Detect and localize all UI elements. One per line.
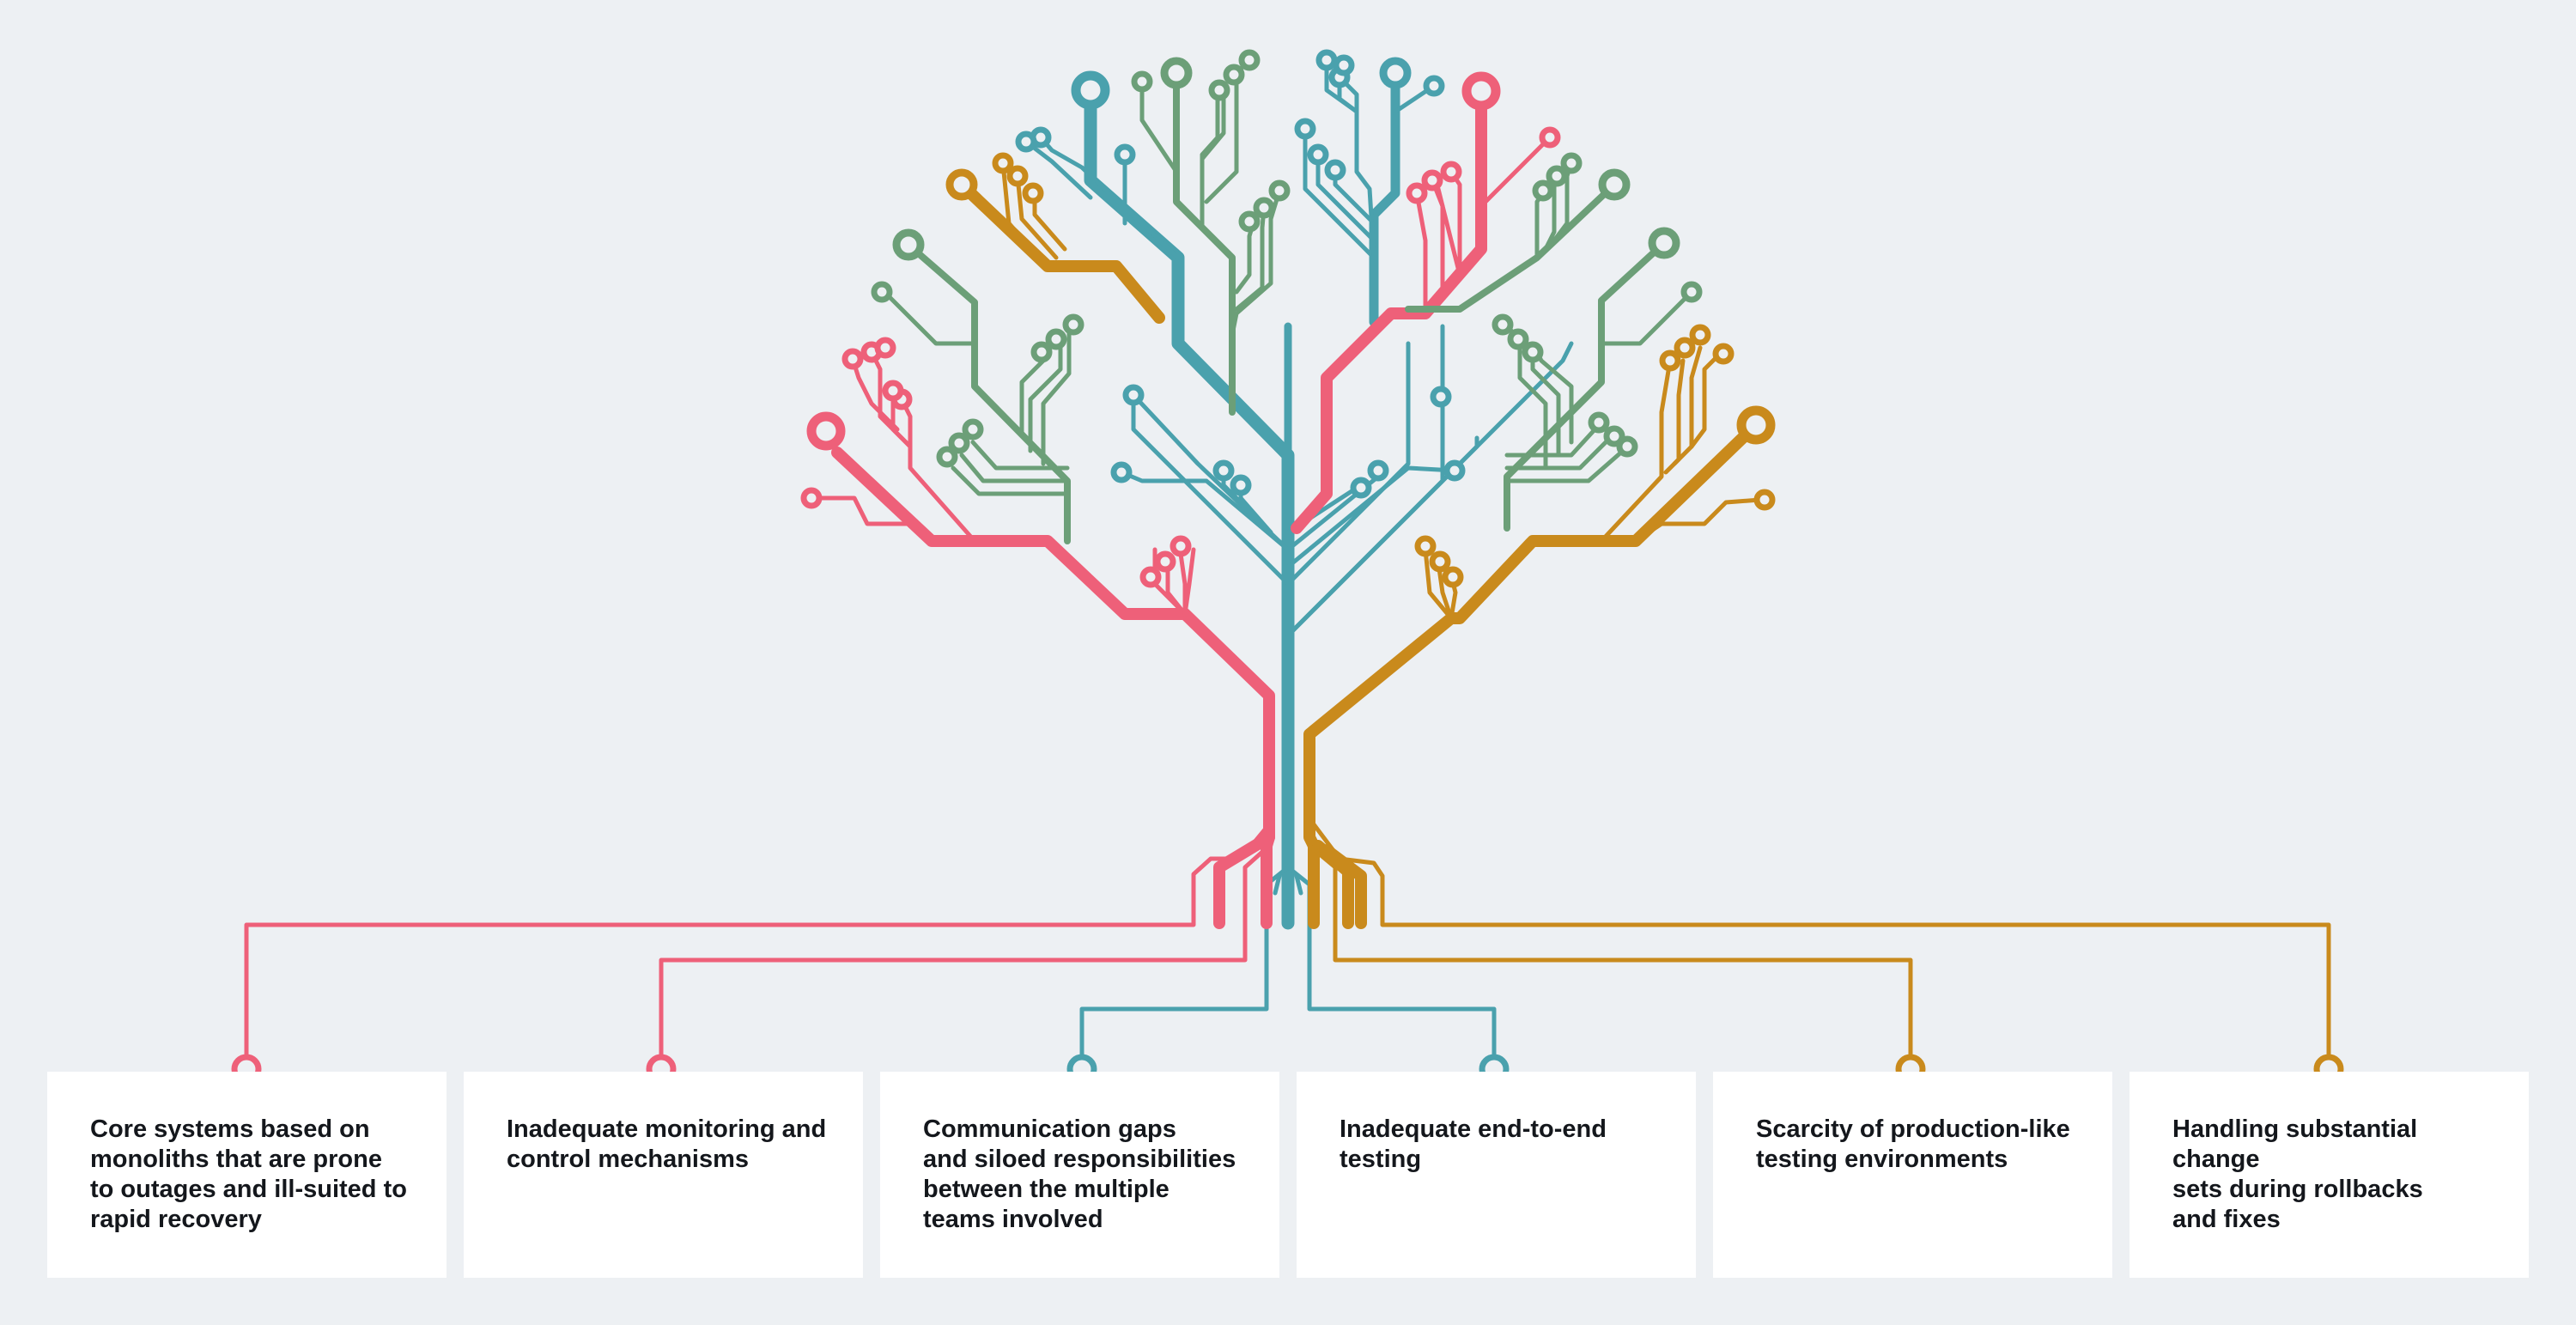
challenge-card-4: Inadequate end-to-end testing [1297,1072,1696,1278]
challenge-card-5: Scarcity of production-like testing envi… [1713,1072,2112,1278]
challenge-card-6: Handling substantial change sets during … [2129,1072,2529,1278]
trunk [1024,58,1574,1059]
card-text: Inadequate end-to-end testing [1340,1115,1607,1173]
left-green-branches [886,58,1690,544]
circuit-nodes [231,49,2344,1085]
challenge-card-3: Communication gaps and siloed responsibi… [880,1072,1279,1278]
card-text: Communication gaps and siloed responsibi… [923,1115,1236,1233]
card-text: Scarcity of production-like testing envi… [1756,1115,2070,1173]
challenge-card-1: Core systems based on monoliths that are… [47,1072,447,1278]
right-gold-main [1303,419,1762,929]
right-gold-branches [956,161,2331,1059]
card-text: Inadequate monitoring and control mechan… [507,1115,827,1173]
challenge-card-2: Inadequate monitoring and control mechan… [464,1072,863,1278]
card-text: Core systems based on monoliths that are… [90,1115,407,1233]
card-text: Handling substantial change sets during … [2172,1115,2423,1233]
